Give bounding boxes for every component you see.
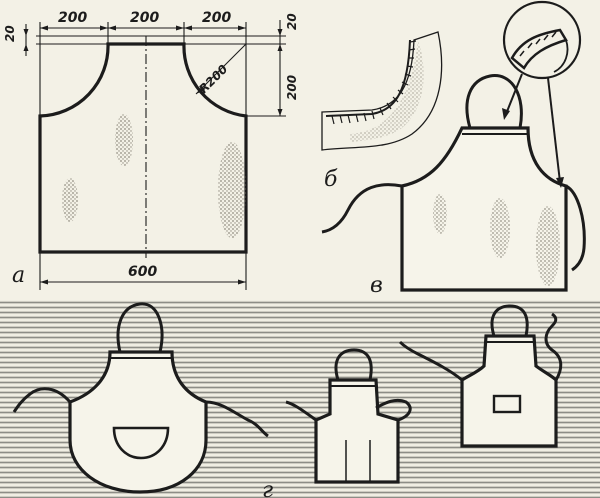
apron-g2 (285, 348, 412, 484)
dim-top-left: 200 (58, 10, 87, 26)
dim-bottom: 600 (128, 264, 157, 280)
figure-b-hem-detail: б (321, 31, 443, 192)
dim-right-small: 20 (285, 13, 299, 30)
pattern-a-shading (62, 114, 246, 238)
neck-loop-v (465, 74, 523, 129)
figure-v-apron: в (321, 0, 586, 298)
figure-a-label: а (12, 263, 25, 288)
dim-right-side: 200 (285, 75, 299, 100)
apron-g3 (398, 304, 563, 448)
figure-g-label: г (262, 478, 273, 498)
dim-left-small: 20 (3, 25, 17, 42)
apron-v-body (400, 126, 568, 292)
figure-b-label: б (324, 167, 338, 192)
dim-top-right: 200 (202, 10, 231, 26)
figure-a-pattern: 200 200 200 20 20 200 R200 600 а (3, 10, 299, 290)
rect-pocket (492, 394, 522, 414)
dim-radius: R200 (196, 62, 230, 96)
half-moon-pocket (112, 426, 170, 460)
dim-top-mid: 200 (130, 10, 159, 26)
figure-g-panel: г (0, 300, 600, 498)
figure-v-label: в (370, 273, 383, 298)
inset-ribbon-detail (510, 28, 569, 73)
pattern-a-outline (38, 42, 248, 254)
apron-g1 (12, 302, 269, 494)
